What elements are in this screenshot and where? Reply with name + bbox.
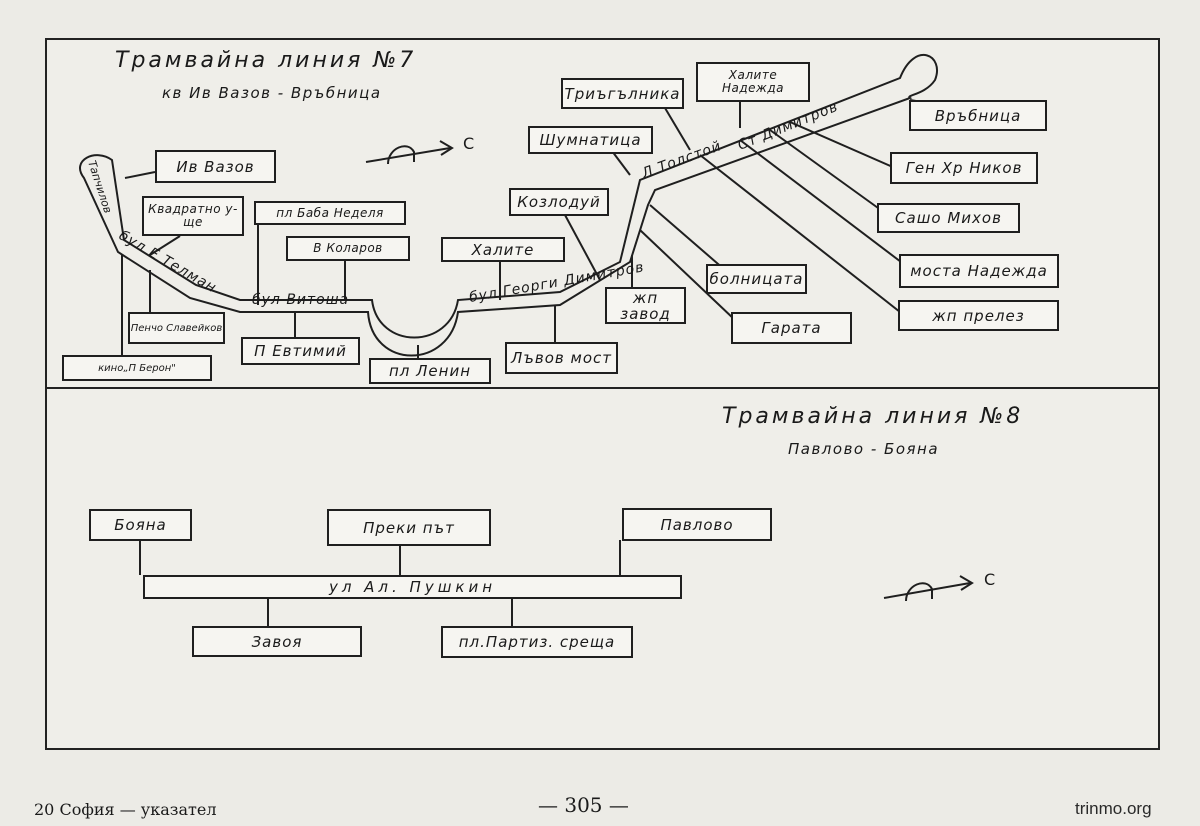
stop-kvadratno: Квадратно у-ще <box>142 196 244 236</box>
stop-pencho: Пенчо Славейков <box>128 312 225 344</box>
stop-gen-nikov: Ген Хр Ников <box>890 152 1038 184</box>
stop-pl-lenin: пл Ленин <box>369 358 491 384</box>
line8-subtitle: Павлово - Бояна <box>788 440 940 458</box>
compass-label-line7: С <box>463 134 478 153</box>
stop-shumnatitsa: Шумнатица <box>528 126 653 154</box>
line8-title: Трамвайна линия №8 <box>722 404 1024 429</box>
stop-partiz: пл.Партиз. среща <box>441 626 633 658</box>
stop-zavoya: Завоя <box>192 626 362 657</box>
stop-lavov-most: Лъвов мост <box>505 342 618 374</box>
stop-zhp-prelez: жп прелез <box>898 300 1059 331</box>
stop-boyana: Бояна <box>89 509 192 541</box>
stop-garata: Гарата <box>731 312 852 344</box>
stop-vrabnitsa: Връбница <box>909 100 1047 131</box>
stop-kolarov: В Коларов <box>286 236 410 261</box>
line7-route-outer <box>79 54 938 357</box>
stop-kozloduy: Козлодуй <box>509 188 609 216</box>
stop-iv-vazov: Ив Вазов <box>155 150 276 183</box>
watermark: trinmo.org <box>1075 799 1152 818</box>
street-tatarov: Тапчилов <box>85 159 114 215</box>
stop-sasho-mihov: Сашо Михов <box>877 203 1020 233</box>
stop-halite-left: Халите <box>441 237 565 262</box>
street-telman: бул Е Телман <box>116 228 219 297</box>
stop-halite-nadezhda: Халите Надежда <box>696 62 810 102</box>
street-pushkin: ул Ал. Пушкин <box>143 575 682 599</box>
stop-preki-pat: Преки път <box>327 509 491 546</box>
page-number: — 305 — <box>538 793 629 817</box>
stop-zhp-zavod: жп завод <box>605 287 686 324</box>
stop-baba-nedelya: пл Баба Неделя <box>254 201 406 225</box>
street-vitosha: бул Витоша <box>252 292 349 308</box>
compass-line8 <box>883 575 974 602</box>
footer-left: 20 София — указател <box>34 800 217 819</box>
stop-triagalnika: Триъгълника <box>561 78 684 109</box>
compass-line7 <box>365 140 454 165</box>
compass-label-line8: С <box>984 570 999 589</box>
stop-pavlovo: Павлово <box>622 508 772 541</box>
stop-bolnitsata: болницата <box>706 264 807 294</box>
stop-p-evtimiy: П Евтимий <box>241 337 360 365</box>
line7-subtitle: кв Ив Вазов - Връбница <box>162 84 382 102</box>
street-st-dimitrov: Ст Димитров <box>736 99 841 154</box>
line7-title: Трамвайна линия №7 <box>115 48 417 73</box>
section-divider <box>45 387 1160 389</box>
stop-kino-beron: кино„П Берон" <box>62 355 212 381</box>
stop-mosta-nadezhda: моста Надежда <box>899 254 1059 288</box>
